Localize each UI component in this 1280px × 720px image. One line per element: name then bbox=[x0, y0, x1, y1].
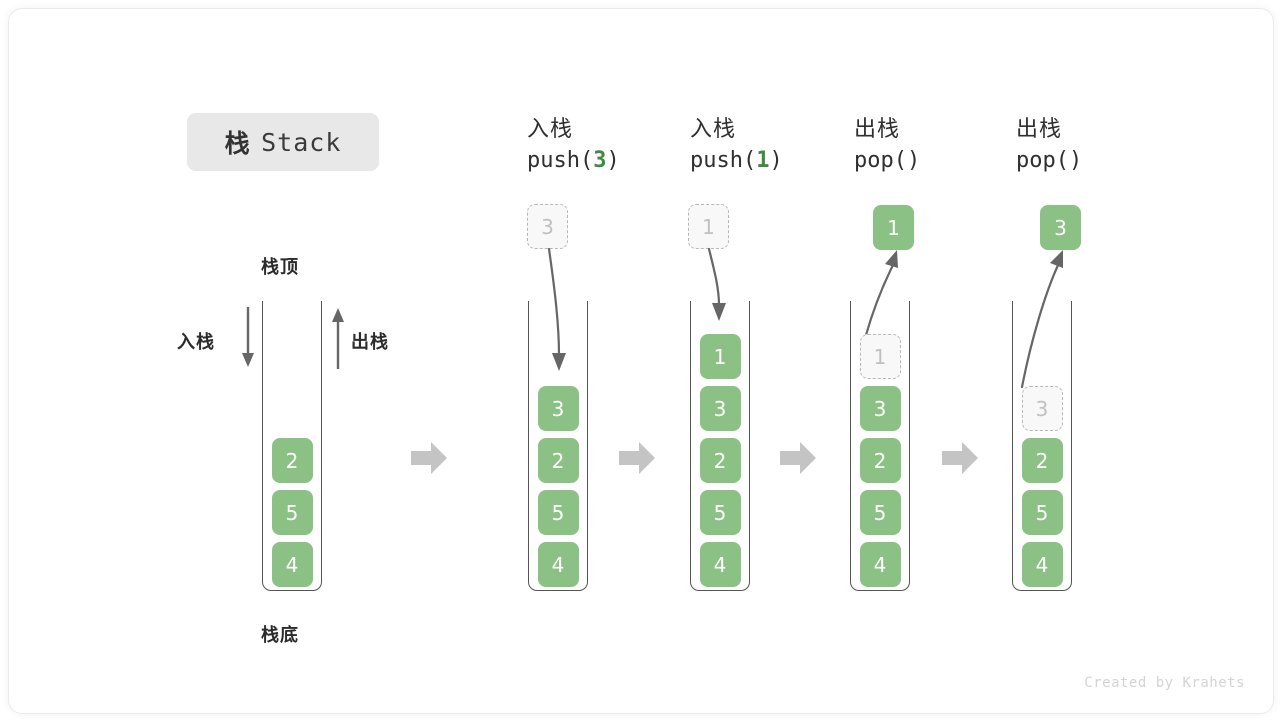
pop-up-arrow-icon bbox=[327, 307, 349, 369]
step-header-pop-3: 出栈 pop() bbox=[1016, 115, 1186, 177]
separator-arrow-icon bbox=[940, 438, 980, 478]
title-cn: 栈 bbox=[224, 129, 251, 158]
code-argument: 3 bbox=[593, 148, 607, 173]
push-3-flow-arrow-icon bbox=[529, 247, 589, 377]
separator-arrow-icon bbox=[778, 438, 818, 478]
stack-cell: 3 bbox=[699, 386, 741, 431]
code-suffix: ) bbox=[906, 148, 921, 173]
stack-cell: 4 bbox=[537, 542, 579, 587]
separator-arrow-icon bbox=[617, 438, 657, 478]
stack-cell: 4 bbox=[859, 542, 901, 587]
code-suffix: ) bbox=[1068, 148, 1083, 173]
pop-3-flow-arrow-icon bbox=[1009, 249, 1079, 391]
step-header-pop-1: 出栈 pop() bbox=[854, 115, 1024, 177]
stack-cell: 4 bbox=[699, 542, 741, 587]
push-direction-label: 入栈 bbox=[177, 332, 215, 353]
code-argument: 1 bbox=[756, 148, 770, 173]
stack-container-push-1: 1 3 2 5 4 bbox=[690, 301, 750, 591]
stack-cell: 5 bbox=[1021, 490, 1063, 535]
stack-container-pop-1: 1 3 2 5 4 bbox=[850, 301, 910, 591]
code-prefix: push( bbox=[527, 148, 594, 173]
footer-credit: Created by Krahets bbox=[1084, 675, 1245, 691]
step-header-push-1: 入栈 push(1) bbox=[690, 115, 860, 177]
floating-value-box-pop-3: 3 bbox=[1040, 205, 1081, 250]
stack-cell: 5 bbox=[271, 490, 313, 535]
stack-cell: 1 bbox=[699, 334, 741, 379]
stack-container-initial: 2 5 4 bbox=[262, 301, 322, 591]
code-prefix: pop( bbox=[1016, 148, 1069, 173]
pop-direction-label: 出栈 bbox=[351, 332, 389, 353]
step-label-cn: 入栈 bbox=[690, 117, 737, 142]
stack-top-label: 栈顶 bbox=[261, 257, 299, 278]
code-suffix: ) bbox=[606, 148, 620, 173]
step-label-cn: 出栈 bbox=[1016, 117, 1063, 142]
diagram-canvas: 栈 Stack 栈顶 栈底 入栈 出栈 2 5 4 入栈 push bbox=[8, 8, 1274, 714]
floating-value-box-push-1: 1 bbox=[688, 204, 729, 249]
stack-cell: 2 bbox=[271, 438, 313, 483]
stack-cell: 2 bbox=[859, 438, 901, 483]
stack-cell: 3 bbox=[537, 386, 579, 431]
code-suffix: ) bbox=[769, 148, 783, 173]
step-label-cn: 出栈 bbox=[854, 117, 901, 142]
stack-cell: 4 bbox=[271, 542, 313, 587]
stack-container-push-3: 3 2 5 4 bbox=[528, 301, 588, 591]
push-1-flow-arrow-icon bbox=[690, 247, 750, 327]
floating-value-box-pop-1: 1 bbox=[873, 205, 914, 250]
code-prefix: pop( bbox=[854, 148, 907, 173]
step-header-push-3: 入栈 push(3) bbox=[527, 115, 697, 177]
title-en: Stack bbox=[261, 127, 342, 157]
stack-cell: 2 bbox=[699, 438, 741, 483]
floating-value-box-push-3: 3 bbox=[527, 204, 568, 249]
pop-1-flow-arrow-icon bbox=[854, 249, 914, 339]
stack-cell: 2 bbox=[537, 438, 579, 483]
step-label-code: push(3) bbox=[527, 145, 697, 177]
stack-cell: 3 bbox=[859, 386, 901, 431]
stack-container-pop-3: 3 2 5 4 bbox=[1012, 301, 1072, 591]
stack-cell: 4 bbox=[1021, 542, 1063, 587]
stack-cell: 5 bbox=[537, 490, 579, 535]
stack-bottom-label: 栈底 bbox=[261, 625, 299, 646]
step-label-code: pop() bbox=[854, 145, 1024, 177]
push-down-arrow-icon bbox=[237, 307, 259, 369]
stack-cell-ghost: 3 bbox=[1021, 386, 1063, 431]
separator-arrow-icon bbox=[409, 438, 449, 478]
stack-cell: 2 bbox=[1021, 438, 1063, 483]
code-prefix: push( bbox=[690, 148, 757, 173]
stack-cell: 5 bbox=[859, 490, 901, 535]
step-label-code: pop() bbox=[1016, 145, 1186, 177]
step-label-cn: 入栈 bbox=[527, 117, 574, 142]
stack-cell: 5 bbox=[699, 490, 741, 535]
stack-cell-ghost: 1 bbox=[859, 334, 901, 379]
step-label-code: push(1) bbox=[690, 145, 860, 177]
diagram-title-chip: 栈 Stack bbox=[187, 113, 379, 171]
